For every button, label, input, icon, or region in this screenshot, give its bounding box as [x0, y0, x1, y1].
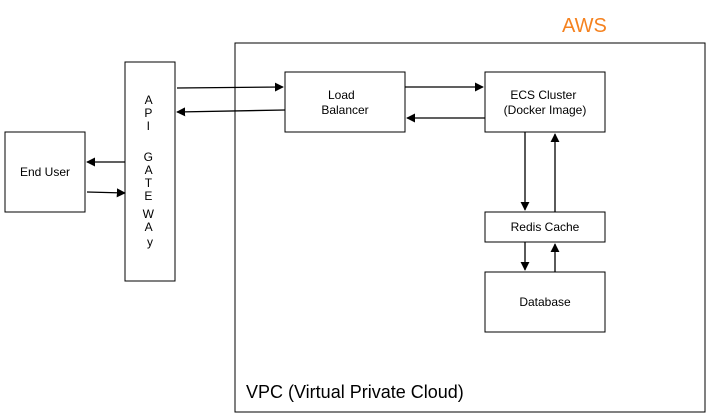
api-gateway-letter: P: [144, 106, 152, 120]
api-gateway-letter: I: [147, 119, 150, 133]
redis-cache-label: Redis Cache: [511, 220, 580, 234]
edge-gateway-to-lb: [176, 82, 284, 92]
api-gateway-letter: y: [147, 235, 153, 249]
api-gateway-letter: W: [143, 207, 155, 221]
ecs-cluster-box: [484, 71, 606, 133]
vpc-label: VPC (Virtual Private Cloud): [246, 382, 464, 402]
edge-lb-to-gateway: [176, 107, 286, 117]
api-gateway-label: A P I G A T E W A y: [143, 93, 158, 249]
database-box: [484, 271, 606, 333]
load-balancer-label-line: Balancer: [321, 103, 368, 117]
aws-cloud-label: AWS: [562, 15, 607, 37]
api-gateway-box: [124, 61, 176, 282]
ecs-cluster-label-line: (Docker Image): [504, 103, 587, 117]
api-gateway-letter: A: [145, 220, 153, 234]
redis-cache-box: [484, 211, 606, 243]
edge-user-to-gateway: [86, 188, 126, 198]
api-gateway-letter: E: [144, 189, 152, 203]
api-gateway-letter: A: [145, 93, 153, 107]
api-gateway-letter: A: [145, 163, 153, 177]
load-balancer-label-line: Load: [328, 88, 355, 102]
load-balancer-label: Load Balancer: [321, 88, 368, 117]
database-label: Database: [519, 295, 571, 309]
api-gateway-letter: G: [144, 150, 153, 164]
end-user-box: [4, 131, 86, 213]
load-balancer-box: [284, 71, 406, 133]
ecs-cluster-label-line: ECS Cluster: [510, 88, 576, 102]
api-gateway-letter: T: [145, 176, 153, 190]
end-user-label: End User: [20, 165, 70, 179]
ecs-cluster-label: ECS Cluster (Docker Image): [504, 88, 587, 117]
